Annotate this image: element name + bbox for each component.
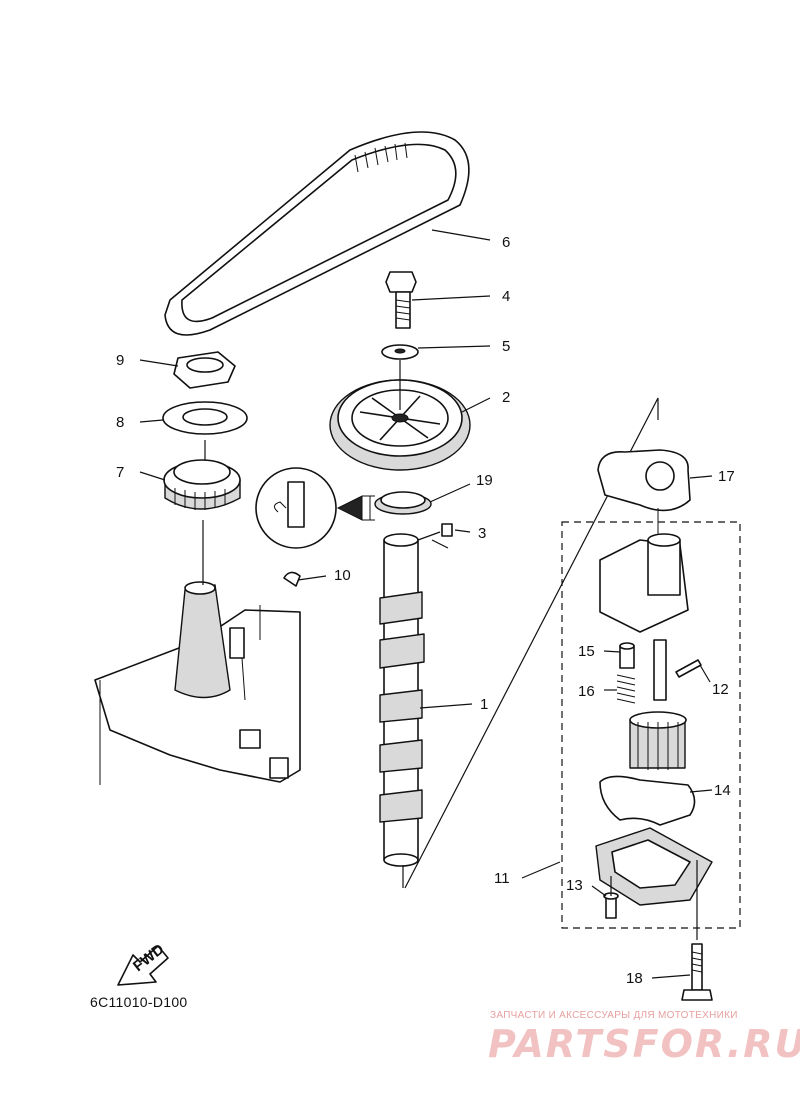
callout-15: 15 — [578, 643, 595, 660]
callout-leaders — [139, 229, 713, 979]
callout-10: 10 — [334, 567, 351, 584]
nut[interactable] — [173, 351, 236, 389]
cover-screw[interactable] — [603, 892, 619, 919]
assembly-leader — [402, 397, 659, 889]
document-code: 6C11010-D100 — [90, 994, 188, 1010]
lock-washer[interactable] — [162, 401, 248, 435]
callout-12: 12 — [712, 681, 729, 698]
callout-16: 16 — [578, 683, 595, 700]
callout-2: 2 — [502, 389, 510, 406]
callout-14: 14 — [714, 782, 731, 799]
relief-valve-plunger[interactable] — [619, 642, 635, 669]
camshaft-driven-pulley[interactable] — [329, 379, 471, 471]
watermark-logo: PARTSFOR.RU — [488, 1022, 800, 1066]
callout-13: 13 — [566, 877, 583, 894]
oil-pump-gasket[interactable] — [597, 449, 691, 512]
pump-rotor — [629, 711, 687, 770]
seal-orientation-detail — [255, 467, 375, 549]
oil-pump-housing — [599, 508, 689, 633]
callout-8: 8 — [116, 414, 124, 431]
callout-18: 18 — [626, 970, 643, 987]
callout-5: 5 — [502, 338, 510, 355]
callout-9: 9 — [116, 352, 124, 369]
washer[interactable] — [381, 344, 419, 360]
callout-6: 6 — [502, 234, 510, 251]
callout-labels: 6 4 5 2 9 8 7 10 19 3 1 17 15 16 12 14 1… — [116, 234, 735, 987]
oil-pump-assembly-box — [561, 521, 741, 929]
timing-belt[interactable] — [164, 131, 470, 336]
crankshaft-drive-pulley[interactable] — [163, 459, 241, 510]
callout-11: 11 — [494, 870, 510, 887]
shaft-pin[interactable] — [675, 659, 702, 678]
o-ring[interactable] — [599, 775, 696, 826]
callout-1: 1 — [480, 696, 488, 713]
oil-pump-shaft — [653, 639, 667, 701]
callout-19: 19 — [476, 472, 493, 489]
callout-7: 7 — [116, 464, 124, 481]
crankcase-block — [94, 581, 301, 785]
camshaft[interactable] — [379, 533, 425, 867]
callout-3: 3 — [478, 525, 486, 542]
watermark-subtitle: ЗАПЧАСТИ И АКСЕССУАРЫ ДЛЯ МОТОТЕХНИКИ — [490, 1010, 738, 1021]
relief-valve-spring[interactable] — [616, 674, 636, 704]
forward-direction-arrow: FWD — [117, 941, 169, 986]
callout-17: 17 — [718, 468, 735, 485]
oil-pump-cover — [595, 827, 713, 906]
woodruff-key[interactable] — [283, 571, 301, 587]
pump-mounting-bolt[interactable] — [681, 943, 713, 1001]
guide-lines — [202, 360, 698, 940]
dowel-pin[interactable] — [441, 523, 453, 537]
camshaft-pulley-bolt[interactable] — [385, 271, 417, 329]
oil-seal[interactable] — [374, 491, 432, 515]
callout-4: 4 — [502, 288, 510, 305]
